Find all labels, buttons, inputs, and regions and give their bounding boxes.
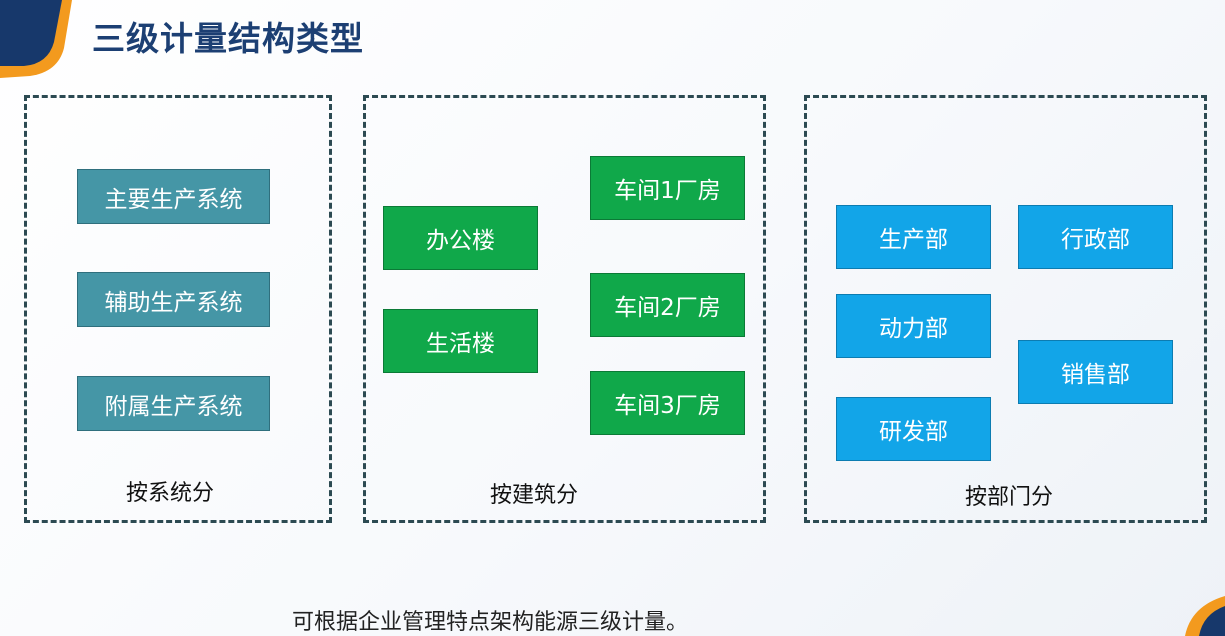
box-living-building: 生活楼	[383, 309, 538, 373]
box-production-dept: 生产部	[836, 205, 991, 269]
panel-label-by-department: 按部门分	[965, 485, 1054, 510]
box-sales-dept: 销售部	[1018, 340, 1173, 404]
panel-by-department	[804, 95, 1207, 523]
panel-by-building	[363, 95, 766, 523]
page-title: 三级计量结构类型	[92, 19, 364, 58]
corner-decoration-top-left	[0, 0, 72, 78]
box-affiliated-production-system: 附属生产系统	[77, 376, 270, 431]
panel-label-by-building: 按建筑分	[490, 483, 579, 508]
box-office-building: 办公楼	[383, 206, 538, 270]
box-admin-dept: 行政部	[1018, 205, 1173, 269]
corner-decoration-bottom-right	[1185, 596, 1225, 636]
box-main-production-system: 主要生产系统	[77, 169, 270, 224]
box-rnd-dept: 研发部	[836, 397, 991, 461]
box-workshop-2: 车间2厂房	[590, 273, 745, 337]
panel-by-system	[24, 95, 332, 523]
box-auxiliary-production-system: 辅助生产系统	[77, 272, 270, 327]
footer-note: 可根据企业管理特点架构能源三级计量。	[292, 610, 689, 635]
box-power-dept: 动力部	[836, 294, 991, 358]
box-workshop-3: 车间3厂房	[590, 371, 745, 435]
panel-label-by-system: 按系统分	[126, 481, 215, 506]
box-workshop-1: 车间1厂房	[590, 156, 745, 220]
